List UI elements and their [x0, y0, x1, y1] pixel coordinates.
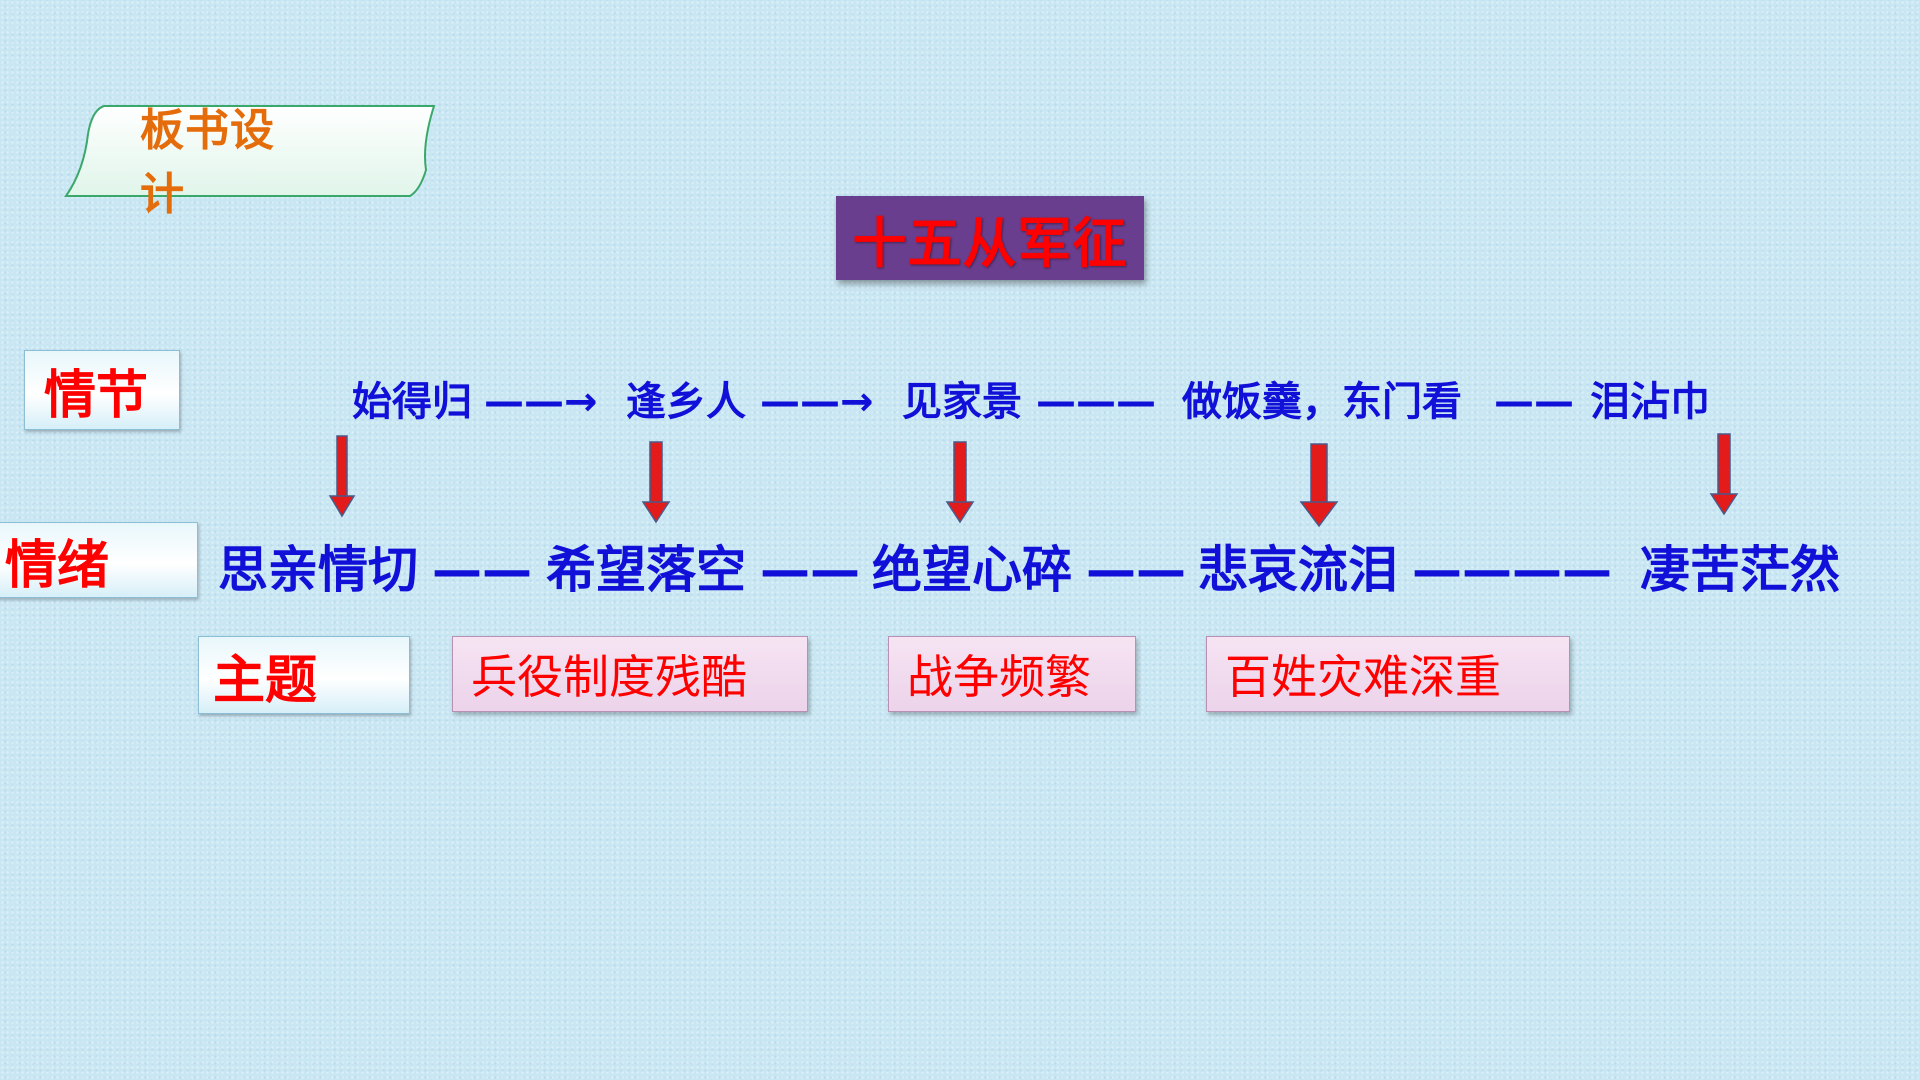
plot-connector: ——→	[484, 379, 598, 425]
plot-connector: ——→	[760, 379, 874, 425]
down-arrow-icon	[1299, 443, 1339, 528]
down-arrow-icon	[945, 441, 975, 524]
down-arrow-icon	[1709, 433, 1739, 516]
down-arrow-icon	[328, 435, 356, 518]
plot-step-cook-and-look: 做饭羹，东门看	[1182, 379, 1462, 425]
theme-box-conscription: 兵役制度残酷	[452, 636, 808, 712]
row-label-plot: 情节	[24, 350, 180, 430]
emotion-connector: ——	[760, 541, 860, 599]
plot-step-see-home: 见家景	[902, 379, 1022, 425]
plot-step-return-home: 始得归	[352, 379, 472, 425]
row-label-emotion: 情绪	[0, 522, 198, 598]
plot-connector: ——	[1494, 379, 1574, 425]
section-tab-label: 板书设计	[140, 105, 275, 220]
emotion-grief: 悲哀流泪	[1198, 541, 1398, 599]
down-arrow-icon	[641, 441, 671, 524]
plot-connector: ———	[1036, 379, 1156, 425]
poem-title: 十五从军征	[852, 211, 1128, 275]
plot-step-meet-villager: 逢乡人	[626, 379, 746, 425]
emotion-longing: 思亲情切	[218, 541, 418, 599]
poem-title-box: 十五从军征	[836, 196, 1144, 280]
theme-box-frequent-war: 战争频繁	[888, 636, 1136, 712]
emotion-connector: ——	[1086, 541, 1186, 599]
emotion-despair: 绝望心碎	[872, 541, 1072, 599]
emotion-hope-dashed: 希望落空	[546, 541, 746, 599]
emotion-connector: ——	[432, 541, 532, 599]
row-label-theme: 主题	[198, 636, 410, 714]
emotion-desolation: 凄苦茫然	[1640, 541, 1840, 599]
theme-box-people-suffering: 百姓灾难深重	[1206, 636, 1570, 712]
plot-step-tears: 泪沾巾	[1590, 379, 1710, 425]
emotion-connector: ————	[1412, 541, 1612, 599]
section-tab-shape	[64, 105, 436, 197]
